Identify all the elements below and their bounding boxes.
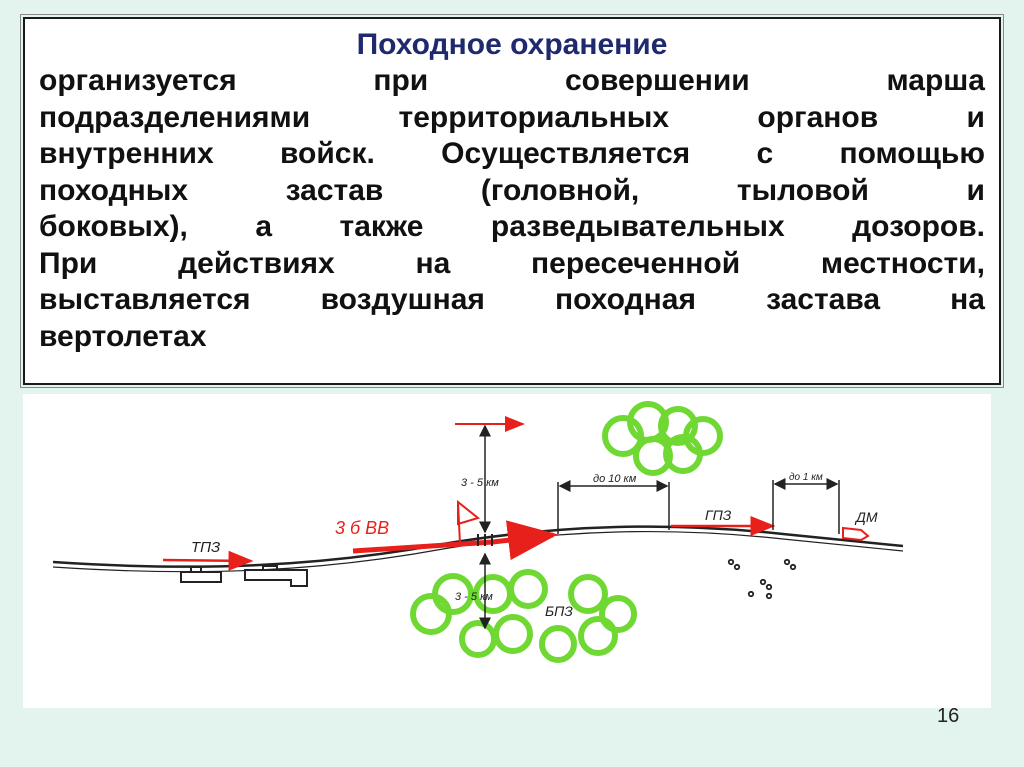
body-text: организуется при совершении марша подраз…	[39, 63, 985, 355]
body-line: подразделениями территориальных органов …	[39, 100, 985, 134]
body-line: внутренних войск. Осуществляется с помощ…	[39, 137, 985, 170]
tpz-arrow	[162, 550, 254, 571]
body-line: выставляется воздушная походная застава …	[39, 283, 985, 316]
body-line: вертолетах	[39, 319, 207, 353]
forest-bottom	[410, 569, 637, 663]
slide-title: Походное охранение	[356, 28, 668, 61]
diagram-svg: ТПЗ 3 б ВВ 3 - 5 км 3 - 5 км БПЗ до 10 к…	[52, 401, 904, 663]
page-number: 16	[937, 705, 960, 727]
dist-top-label: 3 - 5 км	[461, 477, 499, 489]
helicopter-dots	[727, 558, 797, 600]
text-box: Походное охранение организуется при сове…	[20, 14, 1004, 388]
flag-icon	[457, 499, 481, 545]
body-line: боковых), а также разведывательных дозор…	[39, 210, 985, 243]
dist-gpz-label: до 10 км	[593, 473, 637, 485]
tpz-label: ТПЗ	[191, 539, 220, 556]
dm-marker	[842, 526, 870, 542]
body-line: При действиях на пересеченной местности,	[39, 246, 985, 280]
gpz-label: ГПЗ	[705, 507, 732, 523]
bpz-label: БПЗ	[545, 603, 573, 619]
main-force-label: 3 б ВВ	[335, 518, 389, 538]
body-line: организуется при совершении марша	[39, 64, 985, 97]
buildings	[180, 565, 308, 587]
march-diagram: ТПЗ 3 б ВВ 3 - 5 км 3 - 5 км БПЗ до 10 к…	[23, 394, 991, 708]
dist-bottom-label: 3 - 5 км	[455, 591, 493, 603]
forest-top	[602, 401, 723, 476]
body-line: походных застав (головной, тыловой и	[39, 173, 985, 207]
dist-dm-label: до 1 км	[789, 472, 823, 483]
dm-label: ДМ	[854, 509, 878, 525]
